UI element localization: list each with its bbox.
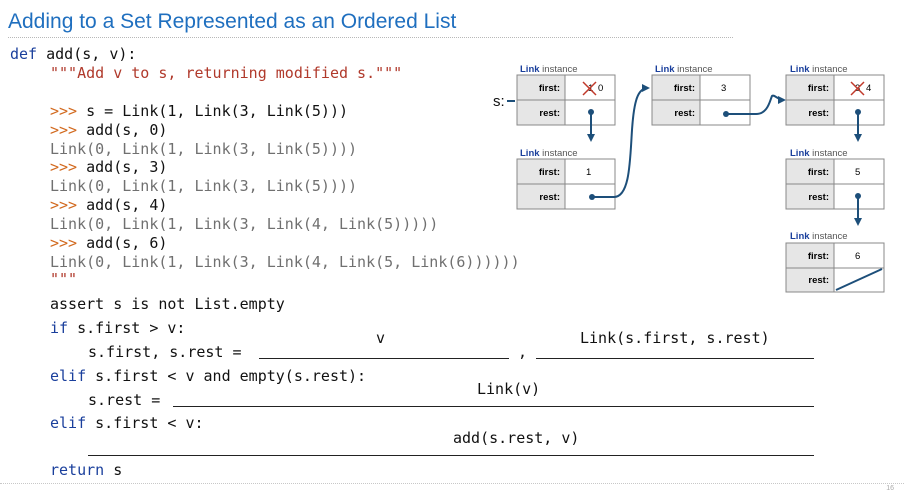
blank-4	[88, 455, 814, 456]
svg-text:rest:: rest:	[808, 108, 829, 119]
link-box-1: Link instance first: rest: 3	[651, 64, 786, 126]
example-input-2: >>> add(s, 3)	[50, 158, 168, 176]
empty-slash	[835, 268, 883, 291]
first-old-value: 1	[588, 83, 593, 94]
blank-1	[259, 358, 509, 359]
answer-fourth: add(s.rest, v)	[453, 429, 580, 447]
first-new-value: 4	[866, 83, 871, 94]
def-signature: add(s, v):	[37, 45, 137, 63]
svg-text:rest:: rest:	[539, 108, 560, 119]
link-box-4: Link instance first: rest: 5	[785, 148, 885, 226]
example-input-3: >>> add(s, 4)	[50, 196, 168, 214]
svg-text:rest:: rest:	[808, 275, 829, 286]
svg-text:first:: first:	[539, 83, 560, 94]
answer-second: Link(s.first, s.rest)	[580, 329, 770, 347]
link-box-0: Link instance first: rest: 1 0	[516, 64, 616, 142]
answer-first: v	[376, 329, 386, 347]
link-box-2: Link instance first: rest: 3 4	[785, 64, 885, 142]
svg-text:Link instance: Link instance	[520, 148, 578, 159]
svg-text:rest:: rest:	[674, 108, 695, 119]
comma: ,	[518, 343, 528, 361]
if-line: if s.first > v:	[50, 319, 186, 337]
assign2-prefix: s.rest =	[88, 391, 170, 409]
page-number: 16	[886, 485, 894, 492]
svg-text:1: 1	[586, 167, 591, 178]
link-box-5: Link instance first: rest: 6	[785, 231, 885, 293]
answer-third: Link(v)	[477, 380, 541, 398]
svg-text:first:: first:	[808, 167, 829, 178]
svg-text:Link instance: Link instance	[655, 64, 713, 75]
assign1-prefix: s.first, s.rest =	[88, 343, 251, 361]
example-input-1: >>> add(s, 0)	[50, 121, 168, 139]
code-line-def: def add(s, v):	[10, 45, 136, 64]
svg-text:rest:: rest:	[539, 192, 560, 203]
example-output-4: Link(0, Link(1, Link(3, Link(4, Link(5, …	[50, 253, 520, 271]
svg-text:6: 6	[855, 251, 860, 262]
docstring: """Add v to s, returning modified s."""	[50, 64, 403, 82]
svg-text:5: 5	[855, 167, 860, 178]
svg-text:Link instance: Link instance	[790, 148, 848, 159]
def-keyword: def	[10, 45, 38, 63]
svg-text:first:: first:	[539, 167, 560, 178]
return-line: return s	[50, 461, 123, 479]
first-new-value: 0	[598, 83, 603, 94]
page-title: Adding to a Set Represented as an Ordere…	[8, 10, 457, 33]
docstring-close: """	[50, 270, 78, 288]
example-input-0: >>> s = Link(1, Link(3, Link(5)))	[50, 102, 349, 120]
link-box-3: Link instance first: rest: 1	[516, 84, 650, 210]
svg-text:Link instance: Link instance	[790, 231, 848, 242]
elif1-line: elif s.first < v and empty(s.rest):	[50, 367, 367, 385]
title-divider	[8, 37, 733, 38]
blank-2	[536, 358, 814, 359]
s-label: s:	[493, 93, 505, 110]
svg-text:Link instance: Link instance	[520, 64, 578, 75]
example-output-1: Link(0, Link(1, Link(3, Link(5))))	[50, 140, 358, 158]
svg-text:rest:: rest:	[808, 192, 829, 203]
assert-line: assert s is not List.empty	[50, 295, 285, 313]
example-output-3: Link(0, Link(1, Link(3, Link(4, Link(5))…	[50, 215, 439, 233]
svg-text:first:: first:	[674, 83, 695, 94]
footer-divider	[0, 483, 904, 484]
svg-text:3: 3	[721, 83, 726, 94]
example-output-2: Link(0, Link(1, Link(3, Link(5))))	[50, 177, 358, 195]
elif2-line: elif s.first < v:	[50, 414, 204, 432]
example-input-4: >>> add(s, 6)	[50, 234, 168, 252]
svg-text:first:: first:	[808, 83, 829, 94]
blank-3	[173, 406, 814, 407]
svg-text:first:: first:	[808, 251, 829, 262]
svg-text:Link instance: Link instance	[790, 64, 848, 75]
